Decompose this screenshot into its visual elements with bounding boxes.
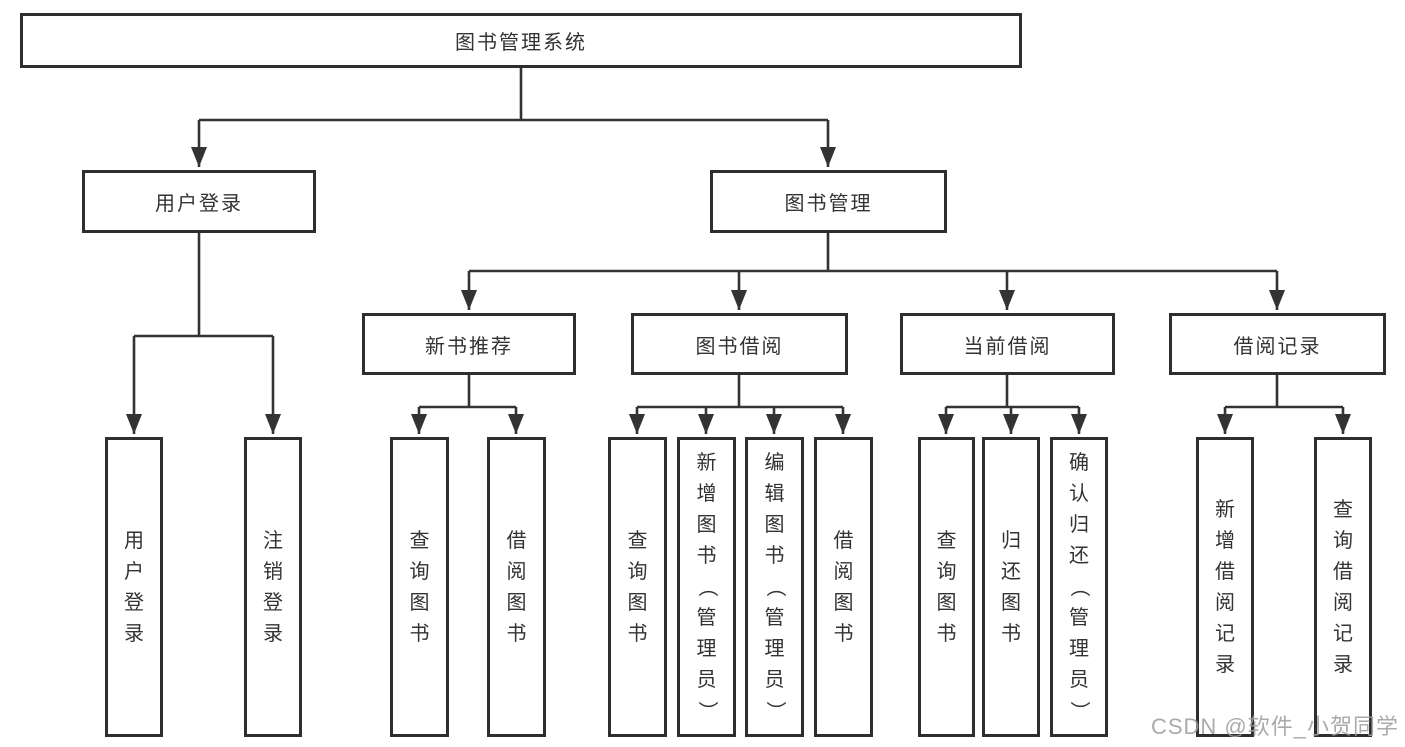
leaf-user-login: 用户登录 — [105, 437, 163, 737]
vertical-label-char: ） — [763, 701, 786, 721]
vertical-label-char: （ — [695, 577, 718, 597]
vertical-label-char: 阅 — [1215, 591, 1235, 614]
vertical-label-char: 图 — [696, 514, 717, 536]
vertical-label-char: 阅 — [1333, 591, 1353, 614]
vertical-label-char: 书 — [936, 622, 957, 645]
vertical-label-char: 辑 — [764, 483, 785, 505]
vertical-label-char: 员 — [1069, 669, 1089, 691]
node-borrow-records: 借阅记录 — [1169, 313, 1386, 375]
vertical-label-char: 销 — [263, 560, 283, 583]
vertical-label-char: 录 — [1333, 653, 1353, 676]
vertical-label-char: 阅 — [506, 560, 527, 583]
vertical-label-char: 增 — [1215, 529, 1235, 552]
vertical-label-char: 图 — [1001, 591, 1021, 614]
vertical-label-char: 查 — [1333, 498, 1353, 521]
vertical-label-char: 书 — [833, 622, 854, 645]
vertical-label-char: 管 — [764, 607, 785, 629]
leaf-edit-book-admin: 编辑图书 （ 管理员 ） — [745, 437, 804, 737]
vertical-label-char: 阅 — [833, 560, 854, 583]
vertical-label-char: 书 — [764, 545, 785, 567]
vertical-label-char: 查 — [409, 529, 430, 552]
leaf-borrow-books: 借阅图书 — [487, 437, 546, 737]
node-book-borrow: 图书借阅 — [631, 313, 848, 375]
leaf-borrow-books: 借阅图书 — [814, 437, 873, 737]
vertical-label-char: 记 — [1215, 622, 1235, 645]
vertical-label-char: 用 — [124, 529, 144, 552]
leaf-query-books: 查询图书 — [918, 437, 975, 737]
vertical-label-char: 书 — [696, 545, 717, 567]
vertical-label-char: ） — [695, 701, 718, 721]
node-current-borrow: 当前借阅 — [900, 313, 1115, 375]
vertical-label-char: 归 — [1001, 529, 1021, 552]
node-book-management: 图书管理 — [710, 170, 947, 233]
vertical-label-char: 图 — [409, 591, 430, 614]
vertical-label-char: 书 — [1001, 622, 1021, 645]
vertical-label-char: 书 — [409, 622, 430, 645]
vertical-label-char: 书 — [627, 622, 648, 645]
vertical-label-char: 录 — [1215, 653, 1235, 676]
vertical-label-char: 录 — [263, 622, 283, 645]
vertical-label-char: 询 — [409, 560, 430, 583]
vertical-label-char: 借 — [1333, 560, 1353, 583]
vertical-label-char: 理 — [696, 638, 717, 660]
vertical-label-char: 归 — [1069, 514, 1089, 536]
vertical-label-char: 还 — [1069, 545, 1089, 567]
vertical-label-char: 新 — [696, 452, 717, 474]
node-new-book-recommend: 新书推荐 — [362, 313, 576, 375]
vertical-label-char: （ — [763, 577, 786, 597]
vertical-label-char: 借 — [833, 529, 854, 552]
leaf-logout: 注销登录 — [244, 437, 302, 737]
vertical-label-char: （ — [1068, 577, 1090, 597]
vertical-label-char: 增 — [696, 483, 717, 505]
leaf-query-borrow-record: 查询借阅记录 — [1314, 437, 1372, 737]
vertical-label-char: 编 — [764, 452, 785, 474]
leaf-query-books: 查询图书 — [608, 437, 667, 737]
vertical-label-char: 查 — [627, 529, 648, 552]
vertical-label-char: 管 — [1069, 607, 1089, 629]
leaf-confirm-return-admin: 确认归还 （ 管理员 ） — [1050, 437, 1108, 737]
vertical-label-char: 图 — [936, 591, 957, 614]
vertical-label-char: 新 — [1215, 498, 1235, 521]
vertical-label-char: 户 — [124, 560, 144, 583]
vertical-label-char: ） — [1068, 701, 1090, 721]
vertical-label-char: 询 — [1333, 529, 1353, 552]
vertical-label-char: 理 — [764, 638, 785, 660]
vertical-label-char: 借 — [1215, 560, 1235, 583]
vertical-label-char: 确 — [1069, 452, 1089, 474]
leaf-add-book-admin: 新增图书 （ 管理员 ） — [677, 437, 736, 737]
vertical-label-char: 图 — [764, 514, 785, 536]
leaf-add-borrow-record: 新增借阅记录 — [1196, 437, 1254, 737]
vertical-label-char: 记 — [1333, 622, 1353, 645]
vertical-label-char: 管 — [696, 607, 717, 629]
node-user-login: 用户登录 — [82, 170, 316, 233]
vertical-label-char: 认 — [1069, 483, 1089, 505]
vertical-label-char: 图 — [627, 591, 648, 614]
vertical-label-char: 询 — [936, 560, 957, 583]
vertical-label-char: 登 — [263, 591, 283, 614]
vertical-label-char: 录 — [124, 622, 144, 645]
vertical-label-char: 查 — [936, 529, 957, 552]
vertical-label-char: 借 — [506, 529, 527, 552]
vertical-label-char: 书 — [506, 622, 527, 645]
watermark: CSDN @软件_小贺同学 — [1150, 714, 1399, 739]
vertical-label-char: 询 — [627, 560, 648, 583]
leaf-return-books: 归还图书 — [982, 437, 1040, 737]
leaf-query-books: 查询图书 — [390, 437, 449, 737]
vertical-label-char: 登 — [124, 591, 144, 614]
vertical-label-char: 注 — [263, 529, 283, 552]
vertical-label-char: 还 — [1001, 560, 1021, 583]
vertical-label-char: 图 — [506, 591, 527, 614]
vertical-label-char: 图 — [833, 591, 854, 614]
node-root: 图书管理系统 — [20, 13, 1022, 68]
vertical-label-char: 理 — [1069, 638, 1089, 660]
vertical-label-char: 员 — [696, 669, 717, 691]
vertical-label-char: 员 — [764, 669, 785, 691]
